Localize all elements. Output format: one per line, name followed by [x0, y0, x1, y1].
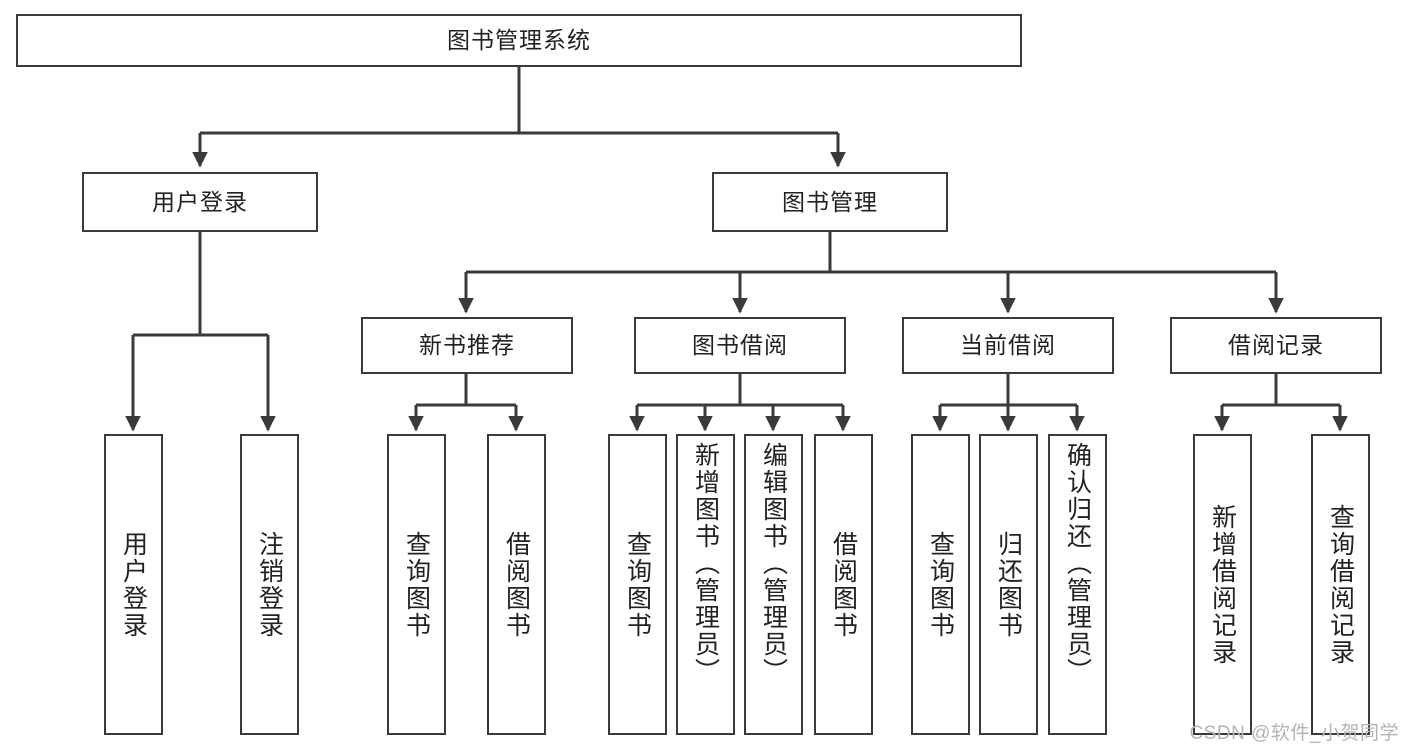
leaf-add-borrow-record-label: 新增借阅记录 — [1208, 503, 1237, 666]
leaf-query-borrow-record[interactable]: 查询借阅记录 — [1311, 434, 1370, 735]
leaf-edit-book-admin-label: 编辑图书（管理员） — [759, 442, 788, 685]
node-new-book-recommend[interactable]: 新书推荐 — [361, 317, 573, 374]
leaf-borrow-book-recommend[interactable]: 借阅图书 — [487, 434, 546, 735]
node-borrow-record[interactable]: 借阅记录 — [1170, 317, 1382, 374]
node-borrow-record-label: 借阅记录 — [1228, 332, 1324, 359]
node-new-book-recommend-label: 新书推荐 — [419, 332, 515, 359]
node-book-management[interactable]: 图书管理 — [712, 172, 948, 232]
node-root-label: 图书管理系统 — [447, 27, 591, 54]
leaf-confirm-return-admin[interactable]: 确认归还（管理员） — [1048, 434, 1107, 735]
leaf-edit-book-admin[interactable]: 编辑图书（管理员） — [744, 434, 803, 735]
leaf-borrow-book-label: 借阅图书 — [829, 530, 858, 639]
leaf-query-book-recommend[interactable]: 查询图书 — [387, 434, 446, 735]
leaf-borrow-book[interactable]: 借阅图书 — [814, 434, 873, 735]
leaf-query-book-borrow-label: 查询图书 — [623, 530, 652, 639]
leaf-return-book[interactable]: 归还图书 — [979, 434, 1038, 735]
node-user-login[interactable]: 用户登录 — [82, 172, 318, 232]
leaf-add-book-admin[interactable]: 新增图书（管理员） — [676, 434, 735, 735]
node-book-borrow-label: 图书借阅 — [692, 332, 788, 359]
leaf-add-book-admin-label: 新增图书（管理员） — [691, 442, 720, 685]
leaf-query-borrow-record-label: 查询借阅记录 — [1326, 503, 1355, 666]
node-current-borrow[interactable]: 当前借阅 — [902, 317, 1114, 374]
leaf-logout[interactable]: 注销登录 — [240, 434, 299, 735]
leaf-confirm-return-admin-label: 确认归还（管理员） — [1063, 442, 1092, 685]
leaf-logout-label: 注销登录 — [255, 530, 284, 639]
node-book-borrow[interactable]: 图书借阅 — [634, 317, 846, 374]
node-user-login-label: 用户登录 — [152, 188, 248, 215]
leaf-query-book-borrow[interactable]: 查询图书 — [608, 434, 667, 735]
node-current-borrow-label: 当前借阅 — [960, 332, 1056, 359]
leaf-query-book-current-label: 查询图书 — [926, 530, 955, 639]
leaf-return-book-label: 归还图书 — [994, 530, 1023, 639]
leaf-query-book-current[interactable]: 查询图书 — [911, 434, 970, 735]
leaf-query-book-recommend-label: 查询图书 — [402, 530, 431, 639]
leaf-user-login-label: 用户登录 — [119, 530, 148, 639]
node-book-management-label: 图书管理 — [782, 188, 878, 215]
leaf-borrow-book-recommend-label: 借阅图书 — [502, 530, 531, 639]
watermark: CSDN @软件_小贺同学 — [1189, 723, 1399, 744]
leaf-user-login[interactable]: 用户登录 — [104, 434, 163, 735]
leaf-add-borrow-record[interactable]: 新增借阅记录 — [1193, 434, 1252, 735]
node-root[interactable]: 图书管理系统 — [16, 14, 1022, 67]
